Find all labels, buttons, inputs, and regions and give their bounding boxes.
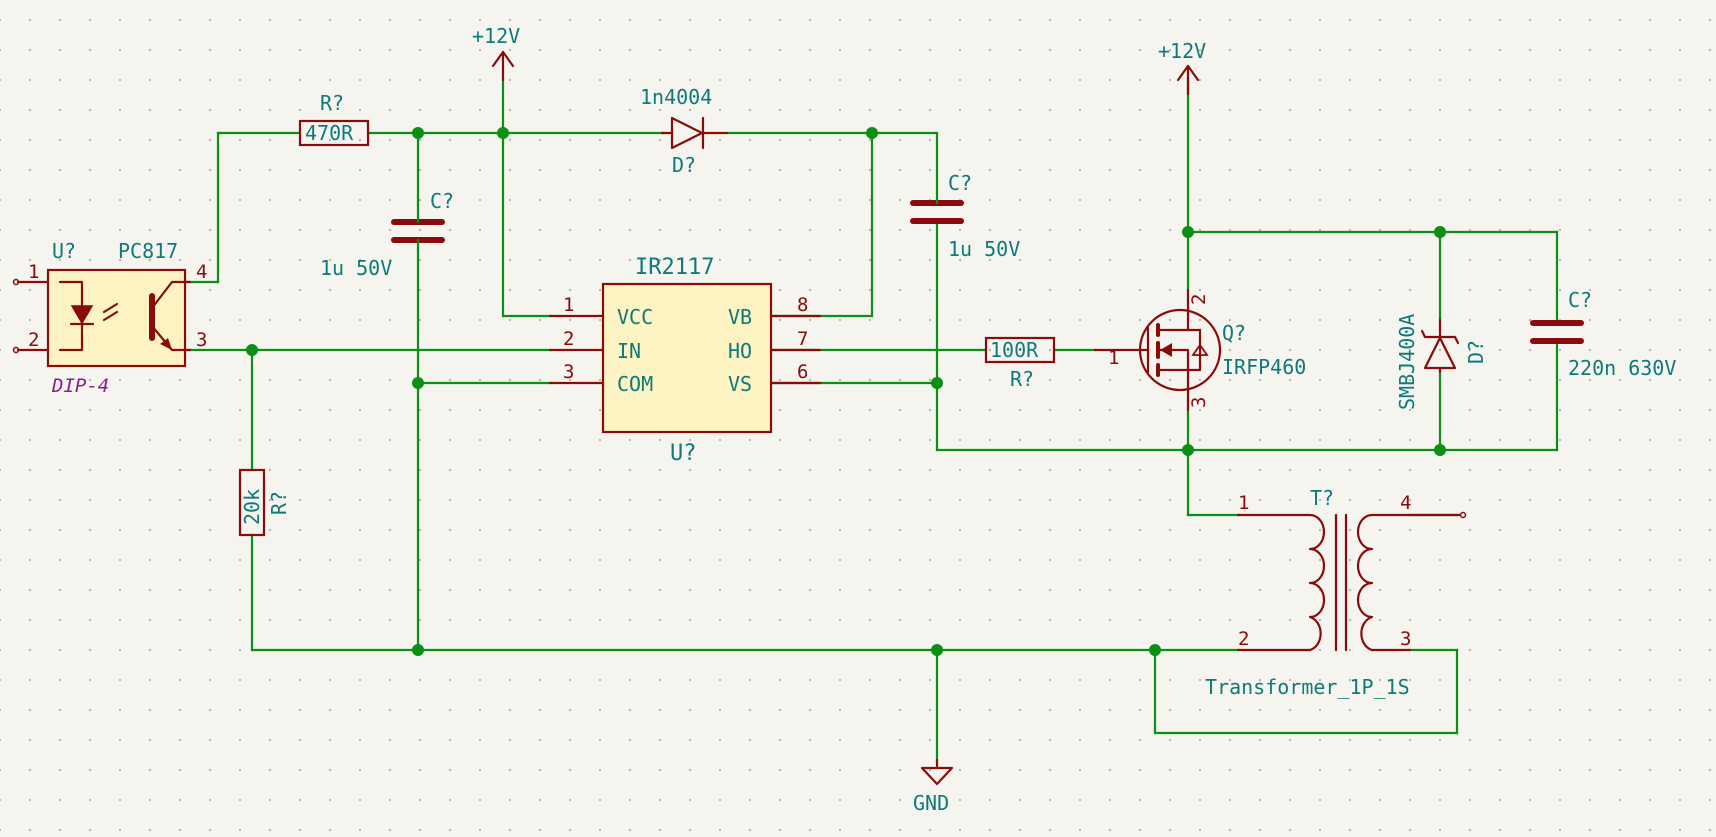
q-value: IRFP460 [1222, 355, 1306, 379]
c-left-value: 1u 50V [320, 256, 392, 280]
ir-pin-vcc: VCC [617, 305, 653, 329]
resistor-100r: 100R R? [984, 336, 1056, 391]
diode-ref: D? [672, 153, 696, 177]
t-pin-2: 2 [1238, 628, 1249, 650]
c-left-ref: C? [430, 189, 454, 213]
r20k-ref: R? [267, 491, 291, 515]
power-symbol-right: +12V [1158, 39, 1206, 96]
resistor-470r: 470R R? [298, 91, 370, 147]
opto-pin-4: 4 [196, 261, 207, 283]
ir-value: IR2117 [635, 255, 714, 280]
ir-pinnum-7: 7 [797, 328, 808, 350]
tvs-diode: SMBJ400A D? [1395, 314, 1488, 410]
resistor-20k: 20k R? [238, 468, 291, 537]
ir-pin-vs: VS [728, 372, 752, 396]
wires [185, 76, 1559, 762]
opto-pin-3: 3 [196, 329, 207, 351]
tvs-ref: D? [1464, 340, 1488, 364]
transformer: 1 2 3 4 T? Transformer_1P_1S [1205, 486, 1467, 699]
ir-pinnum-6: 6 [797, 361, 808, 383]
q-ref: Q? [1222, 321, 1246, 345]
c-snub-ref: C? [1568, 288, 1592, 312]
diode-value: 1n4004 [640, 85, 712, 109]
junction-dots [246, 127, 1446, 656]
c-right-ref: C? [948, 171, 972, 195]
opto-ref: U? [52, 239, 76, 263]
capacitor-snubber: C? 220n 630V [1530, 288, 1676, 380]
opto-pin-1: 1 [28, 261, 39, 283]
c-snub-value: 220n 630V [1568, 356, 1676, 380]
t-pin-4: 4 [1400, 492, 1411, 514]
ir-pin-ho: HO [728, 339, 752, 363]
opto-pin-2: 2 [28, 329, 39, 351]
vcc-label-right: +12V [1158, 39, 1206, 63]
c-right-value: 1u 50V [948, 237, 1020, 261]
ir-pinnum-3: 3 [563, 361, 574, 383]
r100-ref: R? [1010, 367, 1034, 391]
optocoupler: 1 2 3 4 U? PC817 DIP-4 [12, 239, 207, 397]
ir-pin-vb: VB [728, 305, 752, 329]
gnd-symbol: GND [913, 758, 954, 815]
q-pin-2: 2 [1188, 294, 1210, 305]
opto-footprint: DIP-4 [51, 375, 109, 397]
ir-pin-in: IN [617, 339, 641, 363]
r470-value: 470R [305, 121, 354, 145]
q-pin-1: 1 [1108, 347, 1119, 369]
power-symbol-left: +12V [472, 24, 520, 82]
t-value: Transformer_1P_1S [1205, 675, 1410, 699]
capacitor-left: C? 1u 50V [320, 189, 454, 280]
ir-pinnum-8: 8 [797, 294, 808, 316]
r100-value: 100R [990, 338, 1039, 362]
diode-1n4004: 1n4004 D? [640, 85, 729, 177]
ir-ref: U? [670, 441, 697, 466]
r470-ref: R? [320, 91, 344, 115]
capacitor-right: C? 1u 50V [910, 171, 1020, 261]
ir-pinnum-2: 2 [563, 328, 574, 350]
vcc-label-left: +12V [472, 24, 520, 48]
ir2117-driver: VCC IN COM VB HO VS 1 2 3 8 7 6 IR2117 U… [548, 255, 822, 466]
opto-value: PC817 [118, 239, 178, 263]
t-ref: T? [1310, 486, 1334, 510]
ir-pinnum-1: 1 [563, 294, 574, 316]
t-pin-3: 3 [1400, 628, 1411, 650]
r20k-value: 20k [240, 489, 264, 525]
tvs-value: SMBJ400A [1395, 314, 1419, 410]
gnd-label: GND [913, 791, 949, 815]
q-pin-3: 3 [1188, 397, 1210, 408]
t-pin-1: 1 [1238, 492, 1249, 514]
mosfet-irfp460: 1 2 3 Q? IRFP460 [1093, 288, 1306, 412]
ir-pin-com: COM [617, 372, 653, 396]
